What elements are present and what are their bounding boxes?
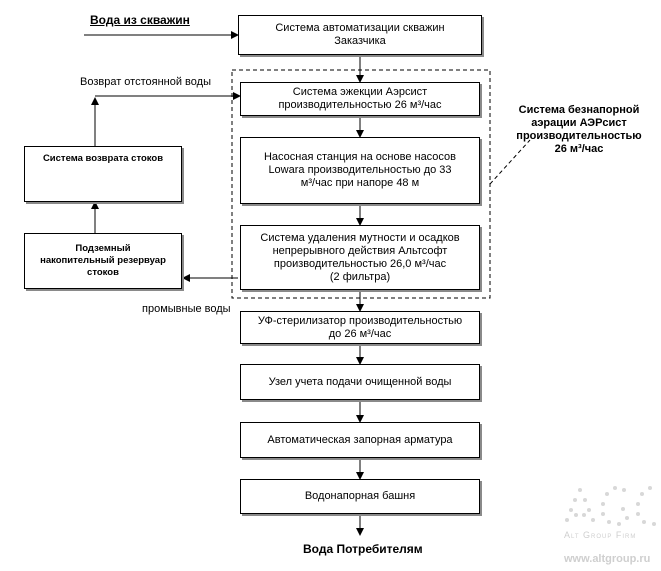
metering-box: Узел учета подачи очищенной воды: [240, 364, 480, 400]
watermark-logo: [565, 486, 656, 526]
aeration-group-connector: [489, 139, 531, 185]
watermark-brand: Alt Group Firm: [564, 530, 637, 540]
watermark-url: www.altgroup.ru: [564, 553, 651, 565]
ejection-box: Система эжекции Аэрсист производительнос…: [240, 82, 480, 116]
water-in-label: Вода из скважин: [90, 13, 190, 27]
wash-water-label: промывные воды: [142, 303, 231, 315]
reservoir-box: Подземный накопительный резервуар стоков: [24, 233, 182, 289]
automation-box: Система автоматизации скважин Заказчика: [238, 15, 482, 55]
aeration-group-label: Система безнапорной аэрации АЭРсист прои…: [516, 104, 642, 155]
pump-station-box: Насосная станция на основе насосов Lowar…: [240, 137, 480, 204]
valves-box: Автоматическая запорная арматура: [240, 422, 480, 458]
filter-box: Система удаления мутности и осадков непр…: [240, 225, 480, 290]
return-system-box: Система возврата стоков: [24, 146, 182, 202]
water-tower-box: Водонапорная башня: [240, 479, 480, 514]
return-water-label: Возврат отстоянной воды: [80, 76, 211, 88]
uv-sterilizer-box: УФ-стерилизатор производительностью до 2…: [240, 311, 480, 344]
water-out-label: Вода Потребителям: [303, 542, 423, 556]
